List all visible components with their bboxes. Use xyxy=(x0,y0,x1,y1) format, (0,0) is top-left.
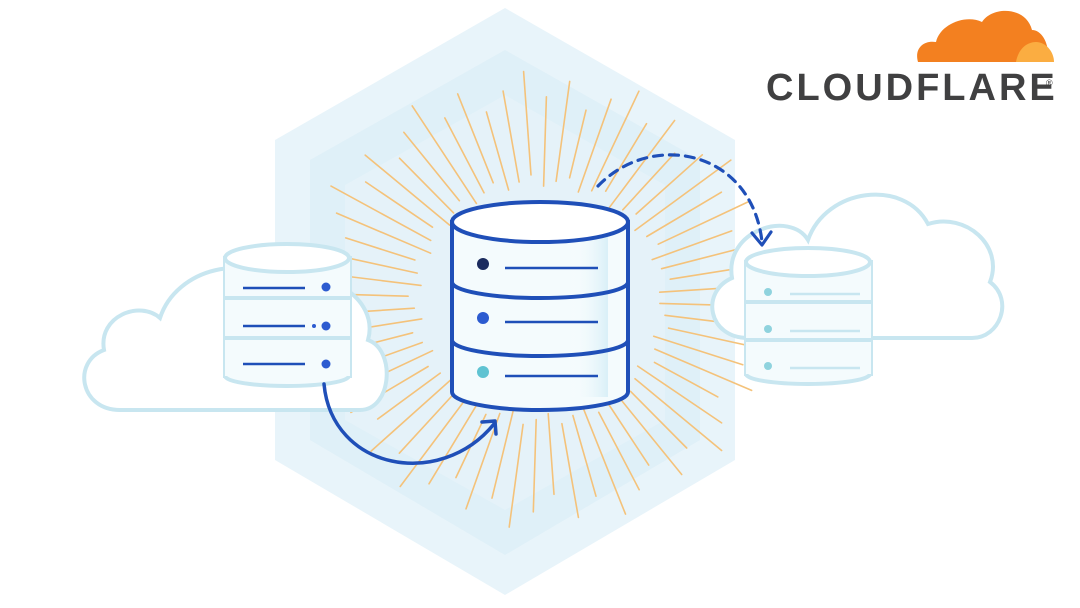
burst-ray xyxy=(344,237,416,261)
burst-ray xyxy=(577,98,612,193)
curved-arrow-icon xyxy=(322,382,498,465)
central-database-icon xyxy=(450,200,630,412)
burst-ray xyxy=(485,111,510,191)
burst-ray xyxy=(522,70,532,176)
burst-ray xyxy=(629,390,688,449)
burst-ray xyxy=(364,154,451,226)
burst-ray xyxy=(376,372,442,420)
burst-ray xyxy=(532,418,538,513)
burst-ray xyxy=(608,119,676,208)
burst-ray xyxy=(443,117,485,194)
burst-ray xyxy=(604,122,648,192)
cloudflare-logo-icon xyxy=(917,10,1054,63)
cloudflare-wordmark: CLOUDFLARE xyxy=(766,67,1058,109)
burst-ray xyxy=(330,185,432,242)
burst-ray xyxy=(456,93,495,184)
burst-ray xyxy=(634,159,732,232)
burst-ray xyxy=(572,414,597,498)
burst-ray xyxy=(428,398,482,485)
burst-ray xyxy=(364,181,434,228)
registered-mark: ® xyxy=(1046,78,1053,88)
burst-ray xyxy=(652,335,744,366)
target-database-icon xyxy=(744,246,873,386)
burst-ray xyxy=(547,412,555,496)
burst-ray xyxy=(651,230,733,261)
burst-ray xyxy=(555,80,571,183)
burst-ray xyxy=(568,109,587,179)
burst-ray xyxy=(612,389,683,476)
burst-ray xyxy=(621,152,676,211)
burst-ray xyxy=(634,377,723,452)
burst-ray xyxy=(653,361,719,398)
burst-ray xyxy=(398,157,455,214)
burst-ray xyxy=(399,396,468,488)
source-database-icon xyxy=(223,242,352,388)
burst-ray xyxy=(491,410,514,499)
burst-ray xyxy=(411,105,478,205)
burst-ray xyxy=(635,154,704,215)
burst-ray xyxy=(657,201,749,245)
burst-ray xyxy=(590,90,640,192)
burst-ray xyxy=(402,131,461,202)
burst-ray xyxy=(542,96,548,187)
burst-ray xyxy=(645,191,723,238)
burst-ray xyxy=(597,411,641,491)
burst-ray xyxy=(370,377,454,452)
burst-ray xyxy=(335,212,432,254)
dashed-curved-arrow-icon xyxy=(596,153,773,247)
burst-ray xyxy=(581,405,627,515)
burst-ray xyxy=(636,365,723,424)
burst-ray xyxy=(508,423,524,528)
burst-ray xyxy=(561,422,580,519)
burst-ray xyxy=(398,393,455,455)
burst-ray xyxy=(654,348,753,392)
burst-ray xyxy=(502,90,520,183)
burst-ray xyxy=(605,400,650,466)
